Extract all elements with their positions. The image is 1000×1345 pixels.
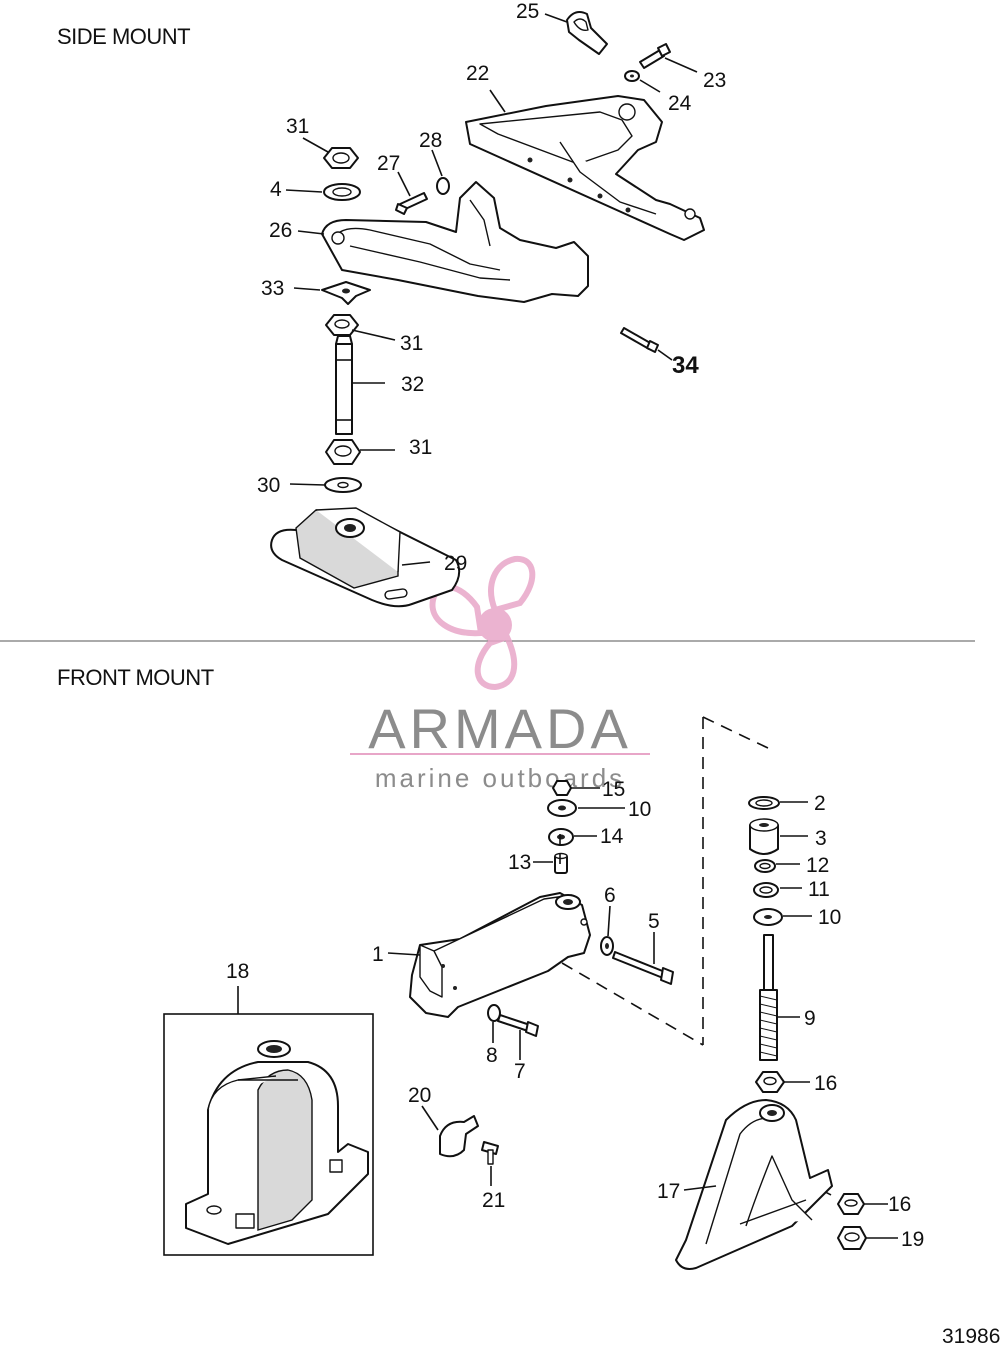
part-27-bolt: [395, 171, 428, 215]
figure-number: 31986: [942, 1325, 1000, 1345]
label-27: 27: [377, 152, 400, 175]
part-32-stud: [335, 335, 385, 435]
label-8: 8: [486, 1044, 498, 1067]
part-5-bolt: [612, 932, 674, 985]
label-19: 19: [901, 1228, 924, 1251]
part-31-nut-low: [325, 439, 395, 465]
part-6-washer: [600, 905, 614, 956]
part-15-nut: [552, 780, 600, 796]
label-32: 32: [401, 373, 424, 396]
label-16-low: 16: [888, 1193, 911, 1216]
part-33-tab-washer: [293, 281, 371, 305]
label-17: 17: [657, 1180, 680, 1203]
label-4: 4: [270, 178, 282, 201]
part-2-washer: [748, 796, 808, 810]
front-mount-title: FRONT MOUNT: [57, 665, 214, 690]
label-16-top: 16: [814, 1072, 837, 1095]
part-18-mount-housing: [163, 986, 374, 1256]
label-22: 22: [466, 62, 489, 85]
part-10-washer-top: [547, 799, 625, 817]
label-6: 6: [604, 884, 616, 907]
part-20-clamp: [421, 1105, 479, 1158]
part-29-rubber-mount: [270, 507, 461, 608]
part-1-front-bracket: [387, 892, 591, 1018]
side-mount-labels: 25 22 23 24 31 4 27 28 26 33 31 32 31 30…: [257, 0, 726, 575]
part-16-nut-top: [755, 1071, 810, 1093]
part-21-bolt: [481, 1141, 499, 1186]
label-5: 5: [648, 910, 660, 933]
part-3-bushing: [749, 818, 808, 855]
part-12-washer: [754, 859, 800, 873]
label-11: 11: [808, 878, 830, 901]
label-23: 23: [703, 69, 726, 92]
label-34: 34: [672, 352, 699, 379]
label-12: 12: [806, 854, 829, 877]
part-7-bolt: [497, 1014, 539, 1060]
part-34-bolt: [620, 327, 673, 361]
label-25: 25: [516, 0, 539, 23]
label-15: 15: [602, 778, 625, 801]
side-mount-title: SIDE MOUNT: [57, 24, 190, 49]
label-10-side: 10: [818, 906, 841, 929]
part-8-washer: [487, 1004, 501, 1043]
label-31-top: 31: [286, 115, 309, 138]
part-19-nut: [837, 1226, 898, 1250]
label-18: 18: [226, 960, 249, 983]
label-7: 7: [514, 1060, 526, 1083]
propeller-logo-icon: [429, 555, 536, 691]
part-14-washer: [548, 828, 597, 846]
part-17-support-bracket: [675, 1099, 833, 1270]
part-23-bolt: [639, 43, 698, 73]
part-26-mount-arm: [297, 181, 589, 303]
label-31-mid: 31: [400, 332, 423, 355]
inset-frame: [163, 1013, 374, 1256]
part-31-nut-mid: [325, 314, 396, 341]
part-28-washer: [431, 149, 450, 195]
part-22-bracket: [465, 89, 705, 241]
label-33: 33: [261, 277, 284, 300]
label-28: 28: [419, 129, 442, 152]
label-26: 26: [269, 219, 292, 242]
part-4-lock-washer: [285, 183, 361, 201]
label-3: 3: [815, 827, 827, 850]
label-1: 1: [372, 943, 384, 966]
label-24: 24: [668, 92, 692, 115]
label-10-top: 10: [628, 798, 651, 821]
part-31-nut-top: [302, 137, 359, 169]
label-14: 14: [600, 825, 624, 848]
label-9: 9: [804, 1007, 816, 1030]
part-24-washer: [624, 70, 661, 93]
label-30: 30: [257, 474, 280, 497]
watermark-brand: ARMADA: [368, 697, 632, 760]
label-20: 20: [408, 1084, 431, 1107]
part-11-washer: [753, 882, 802, 898]
part-10-washer-side: [753, 908, 812, 926]
label-29: 29: [444, 552, 467, 575]
part-16-nut-low: [837, 1193, 888, 1215]
part-25-clamp: [544, 11, 608, 55]
label-31-low: 31: [409, 436, 432, 459]
part-30-washer: [289, 477, 362, 493]
label-2: 2: [814, 792, 826, 815]
front-mount-labels: 15 10 14 13 6 5 1 8 7 2 3 12 11 10 9 16 …: [226, 778, 924, 1251]
label-21: 21: [482, 1189, 505, 1212]
part-13-spacer: [533, 852, 568, 874]
part-9-stud: [759, 934, 800, 1061]
label-13: 13: [508, 851, 531, 874]
